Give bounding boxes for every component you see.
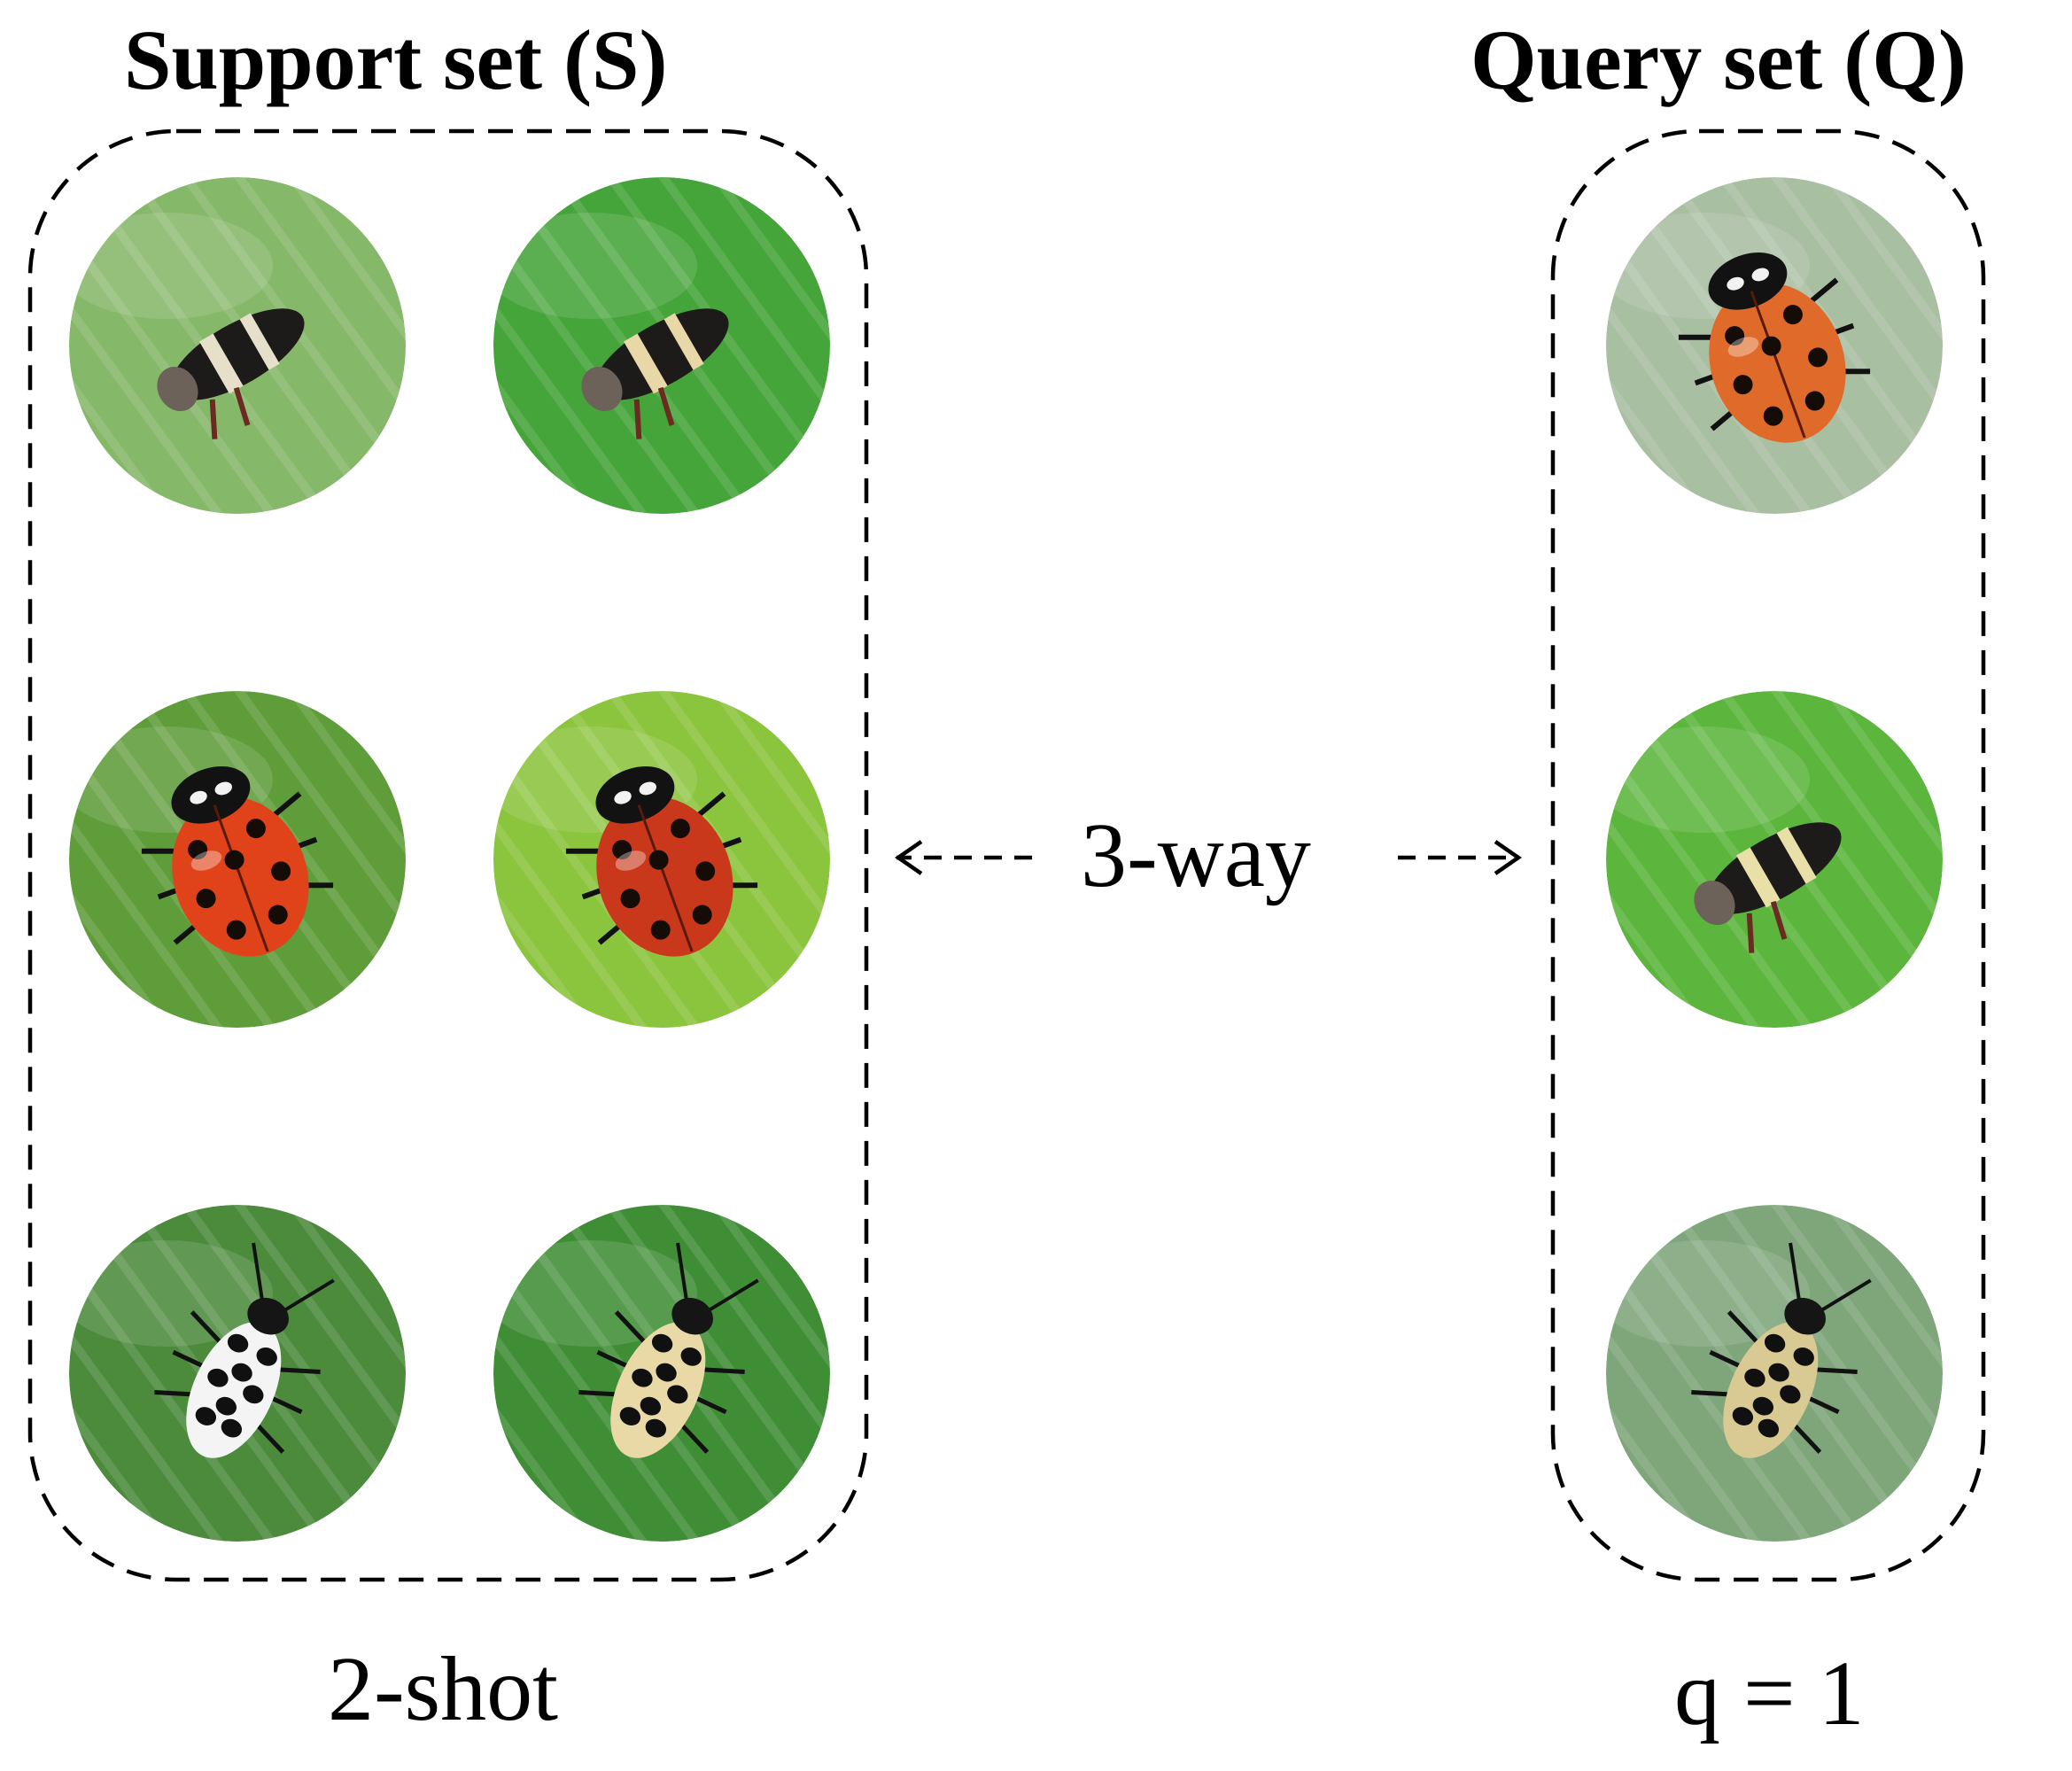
froghopper-icon bbox=[1694, 822, 1842, 953]
support-photo-3 bbox=[69, 691, 406, 1028]
query-set-box bbox=[1550, 128, 1986, 1582]
left-arrow-head bbox=[895, 840, 923, 875]
ladybug-icon bbox=[141, 766, 334, 957]
support-photo-1 bbox=[69, 177, 406, 514]
ladybug-icon bbox=[565, 766, 758, 957]
query-photo-3 bbox=[1606, 1205, 1943, 1542]
froghopper-icon bbox=[581, 308, 729, 439]
way-label: 3-way bbox=[1081, 804, 1311, 906]
support-photo-6 bbox=[493, 1205, 830, 1542]
support-set-title: Support set (S) bbox=[124, 12, 668, 107]
spotted-beetle-icon bbox=[578, 1242, 759, 1458]
query-photo-2 bbox=[1606, 691, 1943, 1028]
right-arrow-head bbox=[1494, 840, 1522, 875]
support-set-box bbox=[27, 128, 869, 1582]
shot-label: 2-shot bbox=[328, 1638, 558, 1740]
spotted-beetle-icon bbox=[1691, 1242, 1872, 1458]
ladybug-icon bbox=[1678, 252, 1871, 443]
query-photo-1 bbox=[1606, 177, 1943, 514]
query-count-label: q = 1 bbox=[1674, 1643, 1865, 1744]
support-photo-5 bbox=[69, 1205, 406, 1542]
froghopper-icon bbox=[157, 308, 305, 439]
spotted-beetle-icon bbox=[154, 1242, 335, 1458]
query-set-title: Query set (Q) bbox=[1471, 12, 1967, 107]
